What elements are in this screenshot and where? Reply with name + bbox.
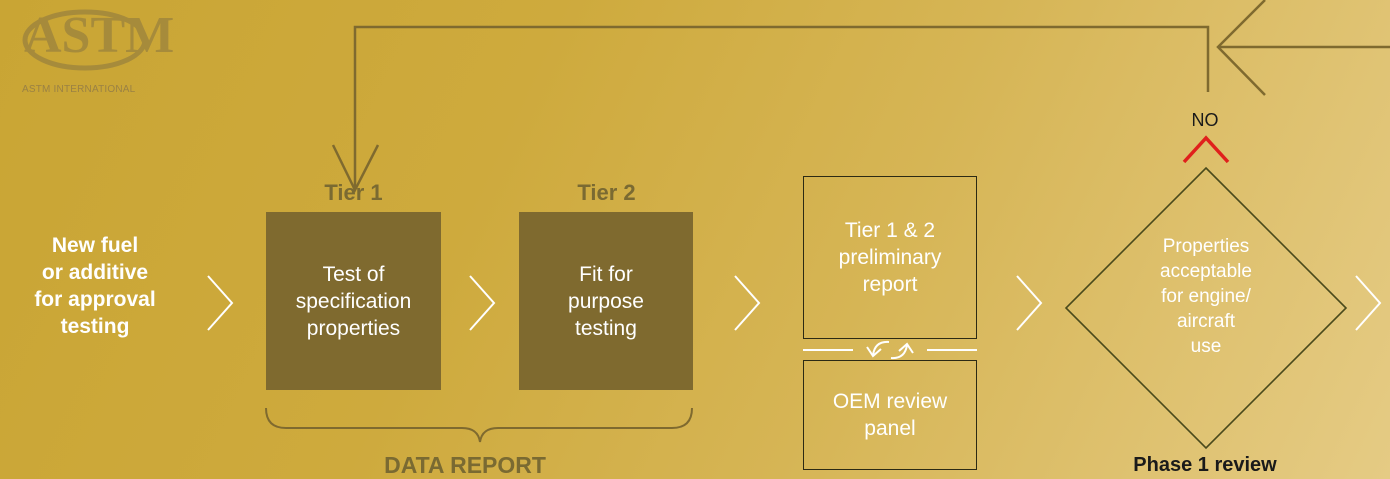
- data-report-label: DATA REPORT: [384, 452, 546, 478]
- feedback-loop-line: [353, 25, 1210, 188]
- astm-logo: ASTM: [22, 7, 174, 71]
- decision-line: aircraft: [1176, 311, 1236, 332]
- decision-line: Properties: [1162, 236, 1250, 257]
- sync-arrows-icon: [803, 340, 977, 360]
- tier1-box-line: properties: [306, 316, 401, 340]
- tier2-box-line: testing: [575, 316, 637, 340]
- next-chevron-icon: [207, 275, 234, 331]
- svg-text:ASTM: ASTM: [24, 7, 174, 64]
- logo-caption: ASTM INTERNATIONAL: [22, 84, 136, 95]
- oem-review-box: OEM review panel: [803, 360, 977, 470]
- tier1-label: Tier 1: [324, 180, 383, 205]
- intro-line: or additive: [41, 261, 149, 284]
- decision-diamond: [1064, 166, 1348, 450]
- tier1-box-line: specification: [295, 289, 412, 313]
- no-arrow-icon: [1182, 135, 1230, 164]
- next-chevron-icon: [1016, 275, 1043, 331]
- next-chevron-icon: [469, 275, 496, 331]
- tier2-box-line: Fit for: [579, 262, 633, 286]
- intro-line: for approval: [34, 288, 156, 311]
- preliminary-line: Tier 1 & 2: [844, 219, 936, 242]
- oem-line: OEM review: [832, 390, 948, 413]
- oem-line: panel: [864, 417, 916, 440]
- tier2-box: Fit for purpose testing: [519, 212, 693, 390]
- decision-line: use: [1190, 336, 1222, 357]
- decision-line: for engine/: [1161, 286, 1251, 307]
- data-report-brace: [265, 407, 693, 443]
- phase-1-review-label: Phase 1 review: [1133, 454, 1277, 476]
- tier2-box-line: purpose: [568, 289, 644, 313]
- preliminary-line: report: [862, 273, 918, 296]
- next-chevron-icon: [1355, 275, 1382, 331]
- decision-text: Properties acceptable for engine/ aircra…: [1126, 234, 1286, 359]
- preliminary-report-box: Tier 1 & 2 preliminary report: [803, 176, 977, 339]
- intro-line: testing: [60, 315, 130, 338]
- tier2-label: Tier 2: [577, 180, 636, 205]
- intro-line: New fuel: [51, 234, 139, 257]
- preliminary-line: preliminary: [838, 246, 942, 269]
- feedback-arrowhead-icon: [331, 144, 380, 193]
- intro-text: New fuel or additive for approval testin…: [0, 232, 190, 340]
- decision-line: acceptable: [1160, 261, 1252, 282]
- tier1-box: Test of specification properties: [266, 212, 441, 390]
- tier1-box-line: Test of: [322, 262, 385, 286]
- next-chevron-icon: [734, 275, 761, 331]
- no-label: NO: [1191, 110, 1219, 130]
